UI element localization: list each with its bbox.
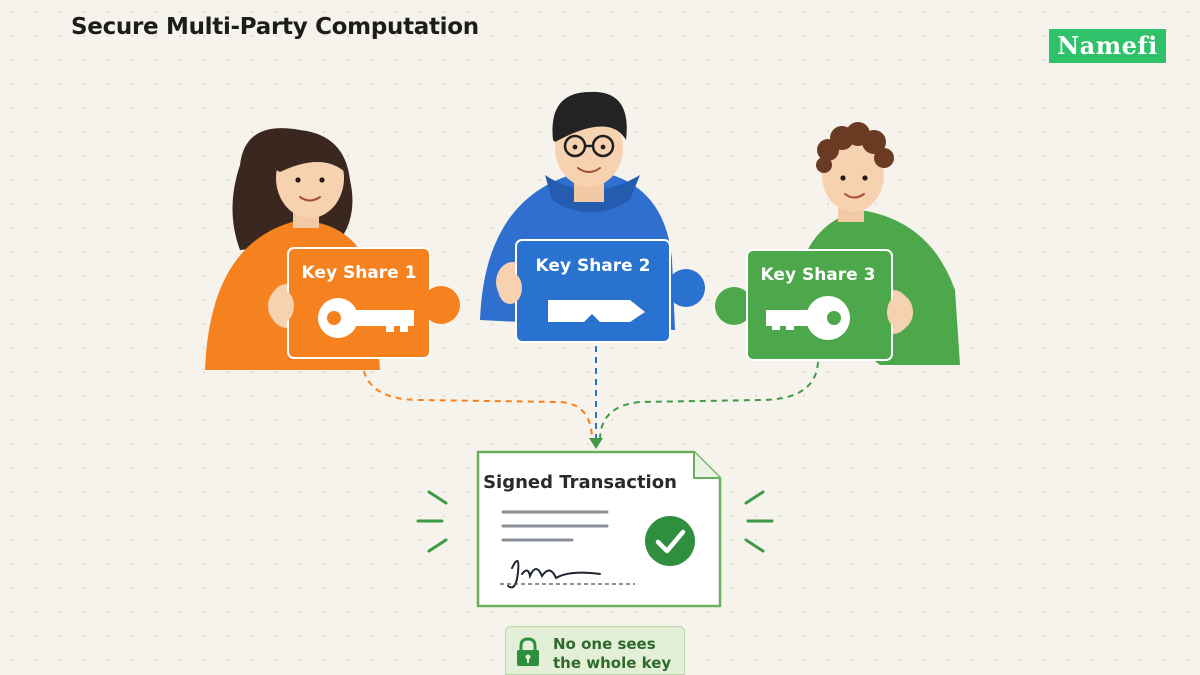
connector-share-3 bbox=[599, 361, 819, 441]
signature-icon bbox=[507, 560, 601, 589]
connector-share-1 bbox=[361, 359, 593, 441]
privacy-badge-text: No one sees the whole key bbox=[553, 635, 672, 672]
sparkle-lines-left bbox=[416, 490, 448, 553]
privacy-badge: No one sees the whole key bbox=[505, 626, 685, 675]
connector-lines bbox=[361, 346, 819, 441]
key-share-2-label: Key Share 2 bbox=[535, 256, 651, 276]
key-share-3-label: Key Share 3 bbox=[760, 265, 876, 285]
document-title: Signed Transaction bbox=[483, 472, 677, 493]
signed-transaction-document bbox=[476, 450, 722, 608]
key-share-3-piece bbox=[715, 249, 913, 361]
document-text-lines bbox=[501, 510, 609, 542]
key-share-1-label: Key Share 1 bbox=[301, 263, 417, 283]
lock-icon bbox=[517, 637, 539, 666]
key-icon bbox=[548, 300, 645, 322]
merge-arrow-icon bbox=[589, 438, 603, 449]
key-share-2-piece bbox=[498, 239, 705, 343]
check-circle-icon bbox=[645, 516, 695, 566]
key-share-1-piece bbox=[268, 247, 460, 359]
sparkle-lines-right bbox=[744, 490, 774, 553]
brand-logo: Namefi bbox=[1049, 29, 1166, 63]
page-title: Secure Multi-Party Computation bbox=[71, 14, 479, 40]
